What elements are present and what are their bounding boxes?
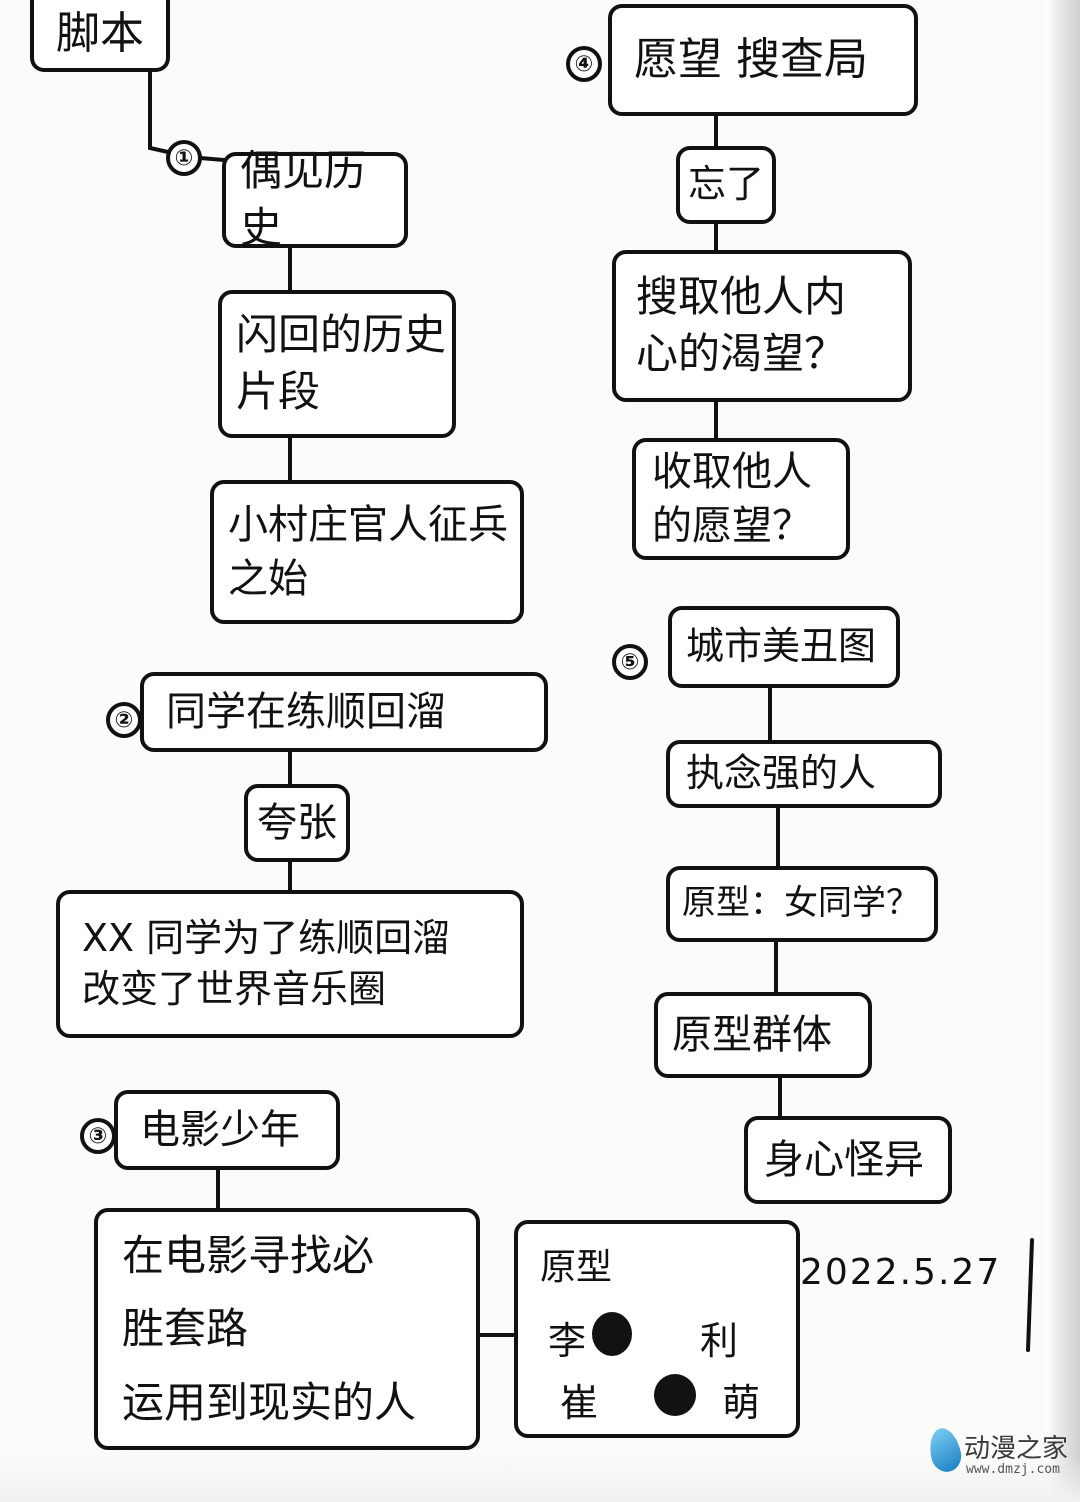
section-4-heading-box: 愿望 搜查局 [608,4,918,116]
redaction-blot-1 [592,1312,632,1356]
section-1-node-1: 闪回的历史 片段 [218,290,456,438]
date-tick [1026,1238,1034,1352]
section-2-number: ② [106,702,142,738]
section-4-number: ④ [566,46,602,82]
prototype-name-1b: 利 [700,1319,739,1363]
section-2-heading-box: 同学在练顺回溜 [140,672,548,752]
section-5-node-2: 原型：女同学？ [666,866,938,942]
prototype-name-2b: 萌 [722,1381,761,1425]
section-1-node-1-text: 闪回的历史 片段 [236,310,447,416]
section-2-node-1-text: 夸张 [257,800,337,846]
title-text: 脚本 [56,8,144,60]
watermark-name: 动漫之家 [964,1434,1069,1464]
section-3-node-1-text: 在电影寻找必 胜套路 运用到现实的人 [122,1230,417,1427]
watermark-url: www.dmzj.com [966,1462,1060,1477]
section-5-node-3: 原型群体 [654,992,872,1078]
prototype-title: 原型 [540,1247,613,1288]
section-5-node-3-text: 原型群体 [672,1012,832,1058]
section-4-node-2: 搜取他人内 心的渴望？ [612,250,912,402]
section-5-heading-box: 城市美丑图 [668,606,900,688]
section-2-node-2: XX 同学为了练顺回溜 改变了世界音乐圈 [56,890,524,1038]
prototype-name-2a: 崔 [560,1381,599,1425]
section-5-number: ⑤ [612,644,648,680]
watermark: 动漫之家 www.dmzj.com [925,1420,1070,1490]
section-5-node-1-text: 执念强的人 [686,751,877,796]
section-3-number: ③ [80,1118,116,1154]
section-3-heading-box: 电影少年 [114,1090,340,1170]
section-4-node-3: 收取他人 的愿望？ [632,438,850,560]
section-1-node-2: 小村庄官人征兵 之始 [210,480,524,624]
section-5-heading: 城市美丑图 [686,624,877,669]
section-4-node-1: 忘了 [676,146,776,224]
section-1-node-2-text: 小村庄官人征兵 之始 [228,502,508,602]
section-1-number: ① [166,140,202,176]
section-2-heading: 同学在练顺回溜 [166,689,446,735]
section-4-heading: 愿望 搜查局 [634,34,868,86]
section-2-node-1: 夸张 [244,784,350,862]
section-4-node-1-text: 忘了 [687,162,764,207]
section-3-heading: 电影少年 [140,1107,300,1153]
date-signature: 2022.5.27 [800,1252,1002,1293]
section-4-node-2-text: 搜取他人内 心的渴望？ [636,272,847,378]
redaction-blot-2 [654,1374,696,1416]
section-2-node-2-text: XX 同学为了练顺回溜 改变了世界音乐圈 [82,915,451,1011]
section-1-heading-box: 偶见历史 [222,146,408,252]
page-bottom-shade [0,1454,1080,1502]
section-1-heading: 偶见历史 [240,146,367,252]
connector-s1-circle [198,156,226,162]
title-box: 脚本 [30,0,170,72]
droplet-logo-icon [925,1425,965,1475]
prototype-name-1a: 李 [548,1319,587,1363]
section-5-node-1: 执念强的人 [666,740,942,808]
section-3-node-1: 在电影寻找必 胜套路 运用到现实的人 [94,1208,480,1450]
page-edge-shadow [1046,0,1080,1502]
section-4-node-3-text: 收取他人 的愿望？ [652,449,812,549]
connector-title-s1 [148,68,170,154]
section-5-node-4: 身心怪异 [744,1116,952,1204]
section-5-node-4-text: 身心怪异 [764,1137,924,1183]
section-5-node-2-text: 原型：女同学？ [682,883,920,924]
